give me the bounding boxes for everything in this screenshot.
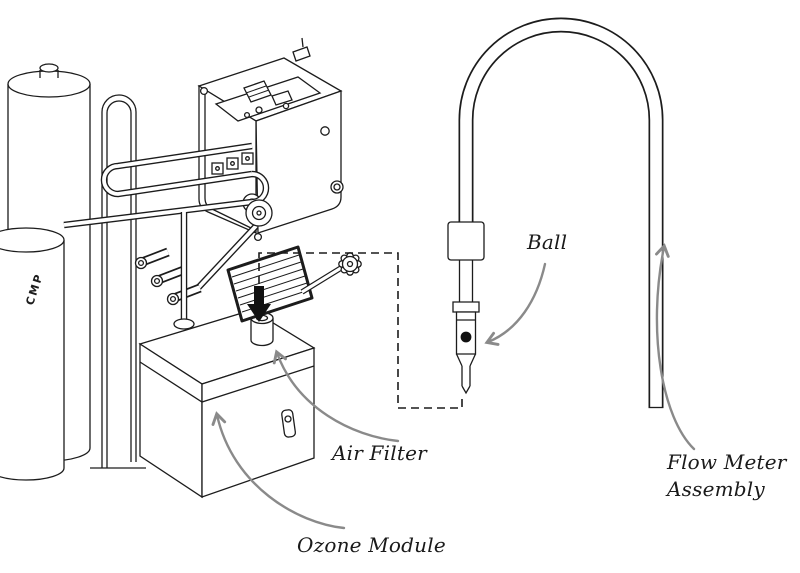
ozone-module-callout-arrow xyxy=(211,411,346,530)
air-filter-callout-arrow xyxy=(272,349,400,443)
label-flow-meter-line1: Flow Meter xyxy=(667,450,787,474)
air-filter-pointer-arrow xyxy=(247,286,271,322)
label-ozone-module: Ozone Module xyxy=(297,533,446,557)
control-box xyxy=(197,37,344,242)
ball xyxy=(460,331,472,343)
flow-meter-assembly xyxy=(447,25,664,408)
air-filter-callout-dashed-line xyxy=(258,252,463,409)
air-filter-port xyxy=(250,311,274,347)
mounting-frame xyxy=(90,94,146,469)
module-inlet-pipe xyxy=(173,212,195,330)
label-ball: Ball xyxy=(527,230,568,254)
flow-meter-block xyxy=(447,221,485,261)
adjustment-knob xyxy=(302,252,362,292)
valve-fittings xyxy=(134,199,273,306)
info-plate xyxy=(226,245,314,323)
flow-meter-callout-arrow xyxy=(655,243,696,451)
ozone-module xyxy=(138,309,316,499)
supply-tanks: CMP xyxy=(0,63,91,481)
ball-callout-arrow xyxy=(484,262,547,346)
label-flow-meter-line2: Assembly xyxy=(667,477,765,501)
label-air-filter: Air Filter xyxy=(332,441,427,465)
label-flow-meter-assembly: Flow Meter Assembly xyxy=(667,449,787,503)
